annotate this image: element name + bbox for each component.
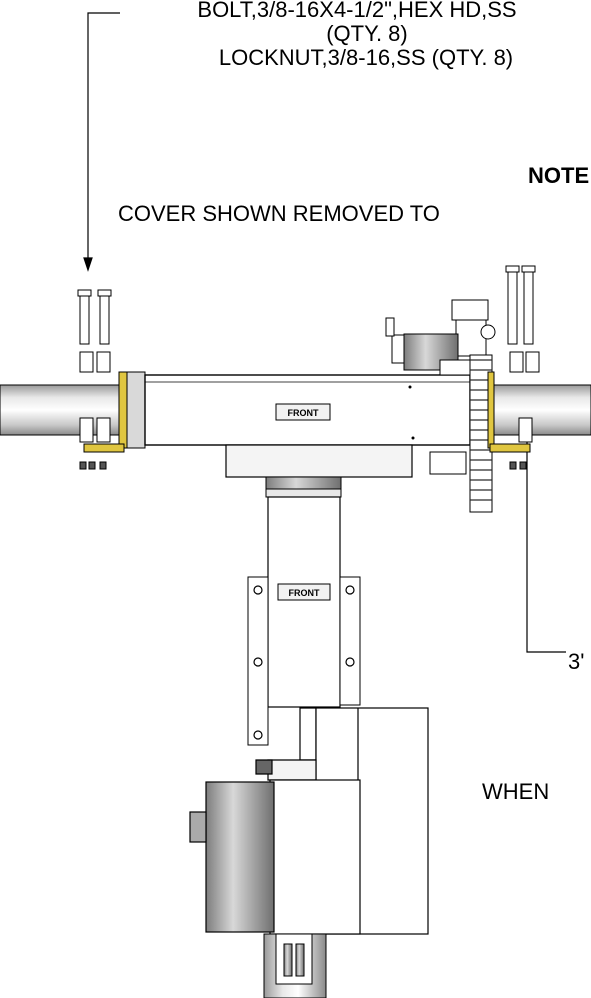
vertical-column: [267, 496, 341, 708]
dimension-label: 3': [568, 649, 585, 674]
front-plate-lower: [277, 583, 331, 601]
bracket-bolts: [253, 585, 355, 740]
bolt-callout: BOLT,3/8-16X4-1/2",HEX HD,SS (QTY. 8) LO…: [122, 0, 591, 70]
right-flange-ring: [487, 371, 495, 449]
dimension-leader: [526, 430, 566, 653]
right-bolts: [505, 265, 540, 470]
bolt-leader: [87, 12, 120, 262]
when-text: WHEN: [482, 779, 550, 804]
motor-assembly: [385, 299, 496, 376]
mount-neck: [265, 488, 342, 498]
mount-plate: [225, 444, 413, 478]
left-bracket: [83, 443, 125, 453]
front-label-lower: FRONT: [289, 588, 320, 598]
bolt-qty-text: (QTY. 8): [326, 21, 408, 46]
right-bracket: [489, 443, 531, 453]
right-side-bracket: [339, 576, 361, 706]
right-pipe: [489, 384, 591, 436]
note-label: NOTE:: [528, 163, 591, 188]
left-bolts: [77, 289, 112, 470]
front-label-upper: FRONT: [288, 408, 319, 418]
mount-hub: [265, 476, 342, 490]
locknut-spec-text: LOCKNUT,3/8-16,SS (QTY. 8): [218, 45, 514, 70]
lower-enclosure: [189, 707, 429, 935]
bolt-leader-arrow: [83, 257, 93, 272]
left-flange-ring: [118, 371, 128, 449]
front-plate-upper: [275, 403, 331, 421]
bottom-clamp: [275, 933, 313, 985]
bolt-spec-text: BOLT,3/8-16X4-1/2",HEX HD,SS: [197, 0, 517, 22]
leader-lines: [83, 12, 566, 653]
note-text: COVER SHOWN REMOVED TO: [118, 201, 440, 226]
gear-housing: [429, 451, 467, 475]
